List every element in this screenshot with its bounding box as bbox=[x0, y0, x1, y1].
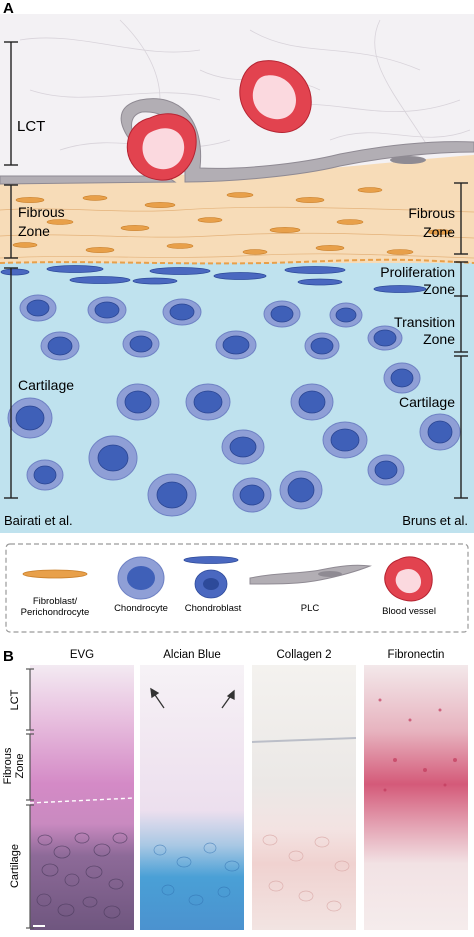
scale-bar bbox=[33, 925, 45, 927]
stain-label-evg: EVG bbox=[70, 649, 94, 661]
legend-chondrocyte-inner bbox=[127, 566, 155, 590]
blood-vessel-small bbox=[239, 60, 312, 133]
proliferation-zone-label: Zone bbox=[423, 281, 455, 297]
stain-label-fibronectin: Fibronectin bbox=[388, 649, 445, 661]
legend-blood-vessel-label: Blood vessel bbox=[382, 606, 436, 617]
proliferation-label: Proliferation bbox=[380, 264, 455, 280]
plc-nucleus bbox=[390, 156, 426, 164]
panel-b-fibrous-label: Fibrous bbox=[2, 747, 14, 784]
chondrocyte-cells bbox=[7, 294, 461, 517]
legend-fibroblast-label: Fibroblast/ bbox=[33, 596, 78, 607]
fibroblast-cells bbox=[12, 187, 453, 255]
cartilage-left-label: Cartilage bbox=[18, 377, 74, 393]
alcian-cartilage-texture bbox=[153, 842, 240, 906]
evg-image bbox=[30, 665, 134, 930]
zone-right-label: Zone bbox=[423, 224, 455, 240]
panel-b-lct-label: LCT bbox=[9, 689, 21, 710]
legend-chondroblast-nucleus bbox=[203, 578, 219, 590]
alcian-blue-image bbox=[140, 665, 244, 930]
chondroblast-cells bbox=[0, 265, 427, 293]
collagen-dark-band bbox=[251, 737, 357, 743]
panel-b-brackets bbox=[26, 668, 34, 929]
legend-blood-vessel-icon bbox=[384, 556, 433, 602]
fibrous-cartilage-boundary bbox=[0, 258, 474, 265]
evg-dashed-boundary bbox=[29, 797, 135, 804]
legend-plc-icon bbox=[249, 564, 372, 585]
blood-vessel-large bbox=[126, 113, 197, 181]
zone-left-label: Zone bbox=[18, 223, 50, 239]
fibrous-fibers bbox=[0, 206, 474, 259]
panel-a bbox=[0, 14, 474, 533]
collagen-2-image bbox=[252, 665, 356, 930]
stain-label-collagen-2: Collagen 2 bbox=[277, 649, 332, 661]
fibrous-left-label: Fibrous bbox=[18, 204, 65, 220]
legend-chondroblast-flat bbox=[183, 556, 239, 564]
collagen-cartilage-texture bbox=[262, 834, 350, 912]
panel-b-cartilage-label: Cartilage bbox=[9, 844, 21, 888]
lct-label: LCT bbox=[17, 118, 45, 135]
legend-plc-label: PLC bbox=[301, 603, 320, 614]
legend-chondrocyte-label: Chondrocyte bbox=[114, 603, 168, 614]
source-left-label: Bairati et al. bbox=[4, 513, 73, 528]
legend-chondroblast-label: Chondroblast bbox=[185, 603, 242, 614]
transition-label: Transition bbox=[394, 314, 455, 330]
transition-zone-label: Zone bbox=[423, 331, 455, 347]
fibronectin-image bbox=[364, 665, 468, 930]
panel-b bbox=[26, 665, 468, 930]
panel-b-zone-label: Zone bbox=[14, 753, 26, 778]
legend bbox=[5, 543, 469, 633]
panel-b-letter: B bbox=[3, 648, 14, 665]
fibronectin-texture bbox=[378, 698, 457, 792]
panel-a-letter: A bbox=[3, 0, 14, 17]
evg-cartilage-texture bbox=[36, 832, 128, 919]
legend-perichondrocyte-label: Perichondrocyte bbox=[21, 607, 90, 618]
fibrous-right-label: Fibrous bbox=[408, 205, 455, 221]
legend-plc-nucleus bbox=[318, 571, 342, 577]
legend-fibroblast-icon bbox=[22, 569, 88, 579]
alcian-arrows bbox=[150, 687, 235, 709]
stain-label-alcian-blue: Alcian Blue bbox=[163, 649, 221, 661]
right-brackets bbox=[454, 182, 468, 499]
source-right-label: Bruns et al. bbox=[402, 513, 468, 528]
cartilage-right-label: Cartilage bbox=[399, 394, 455, 410]
left-brackets bbox=[4, 41, 18, 499]
